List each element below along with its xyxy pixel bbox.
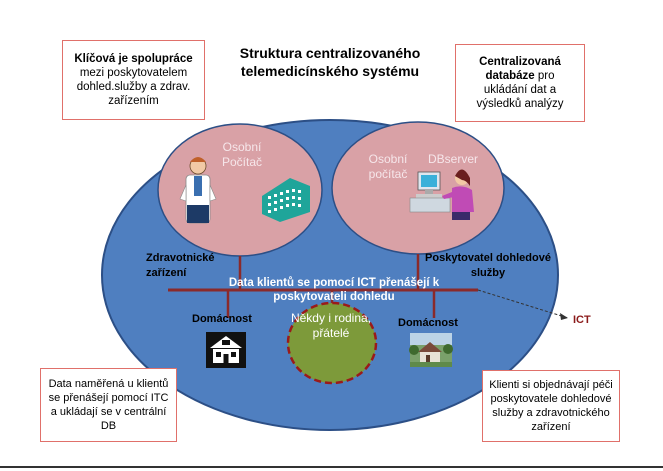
box-central-db-bold2: databáze	[485, 70, 535, 82]
house-photo-icon	[409, 333, 453, 367]
family-circle	[286, 301, 378, 385]
monitoring-provider-label: Poskytovatel dohledové služby	[425, 252, 551, 279]
box-central-db-rest1: pro	[534, 70, 555, 82]
box-cooperation-text: mezi poskytovatelem dohled.služby a zdra…	[76, 67, 191, 107]
box-cooperation-bold: Klíčová je spolupráce	[74, 53, 193, 65]
left-circle-label-line1: Osobní	[222, 140, 262, 154]
doctor-icon	[179, 157, 217, 224]
box-central-db-bold1: Centralizovaná	[479, 56, 561, 68]
household-right-label: Domácnost	[398, 317, 458, 329]
household-left-label: Domácnost	[192, 313, 252, 325]
box-central-db: Centralizovaná databáze pro ukládání dat…	[455, 44, 585, 122]
left-circle-label-line2: Počítač	[221, 155, 263, 169]
person-at-computer-icon	[409, 169, 474, 220]
box-data-measured: Data naměřená u klientů se přenášejí pom…	[40, 368, 177, 442]
hospital-building-icon	[262, 178, 310, 222]
house-icon	[206, 332, 246, 368]
ict-pointer	[477, 289, 569, 319]
right-circle-label-line2: počítač	[368, 167, 408, 181]
healthcare-facility-label: Zdravotnické zařízení	[146, 252, 215, 279]
right-circle-pc-label: Osobní počítač	[362, 152, 414, 182]
family-circle-label: Někdy i rodina, přátelé	[290, 311, 372, 340]
box-cooperation: Klíčová je spolupráce mezi poskytovatele…	[62, 40, 205, 120]
right-circle-label-line1: Osobní	[368, 152, 408, 166]
diagram-title: Struktura centralizovaného telemedicínsk…	[239, 45, 421, 79]
data-transfer-banner: Data klientů se pomocí ICT přenášejí k p…	[228, 277, 440, 303]
ict-label: ICT	[573, 314, 591, 326]
right-circle-dbserver-label: DBserver	[428, 152, 479, 166]
box-clients-order: Klienti si objednávají péči poskytovatel…	[482, 370, 620, 442]
box-central-db-rest2: ukládání dat a výsledků analýzy	[476, 84, 564, 110]
ict-arrow-head	[560, 313, 568, 320]
left-circle-label: Osobní Počítač	[212, 140, 272, 170]
bottom-rule	[0, 466, 663, 468]
